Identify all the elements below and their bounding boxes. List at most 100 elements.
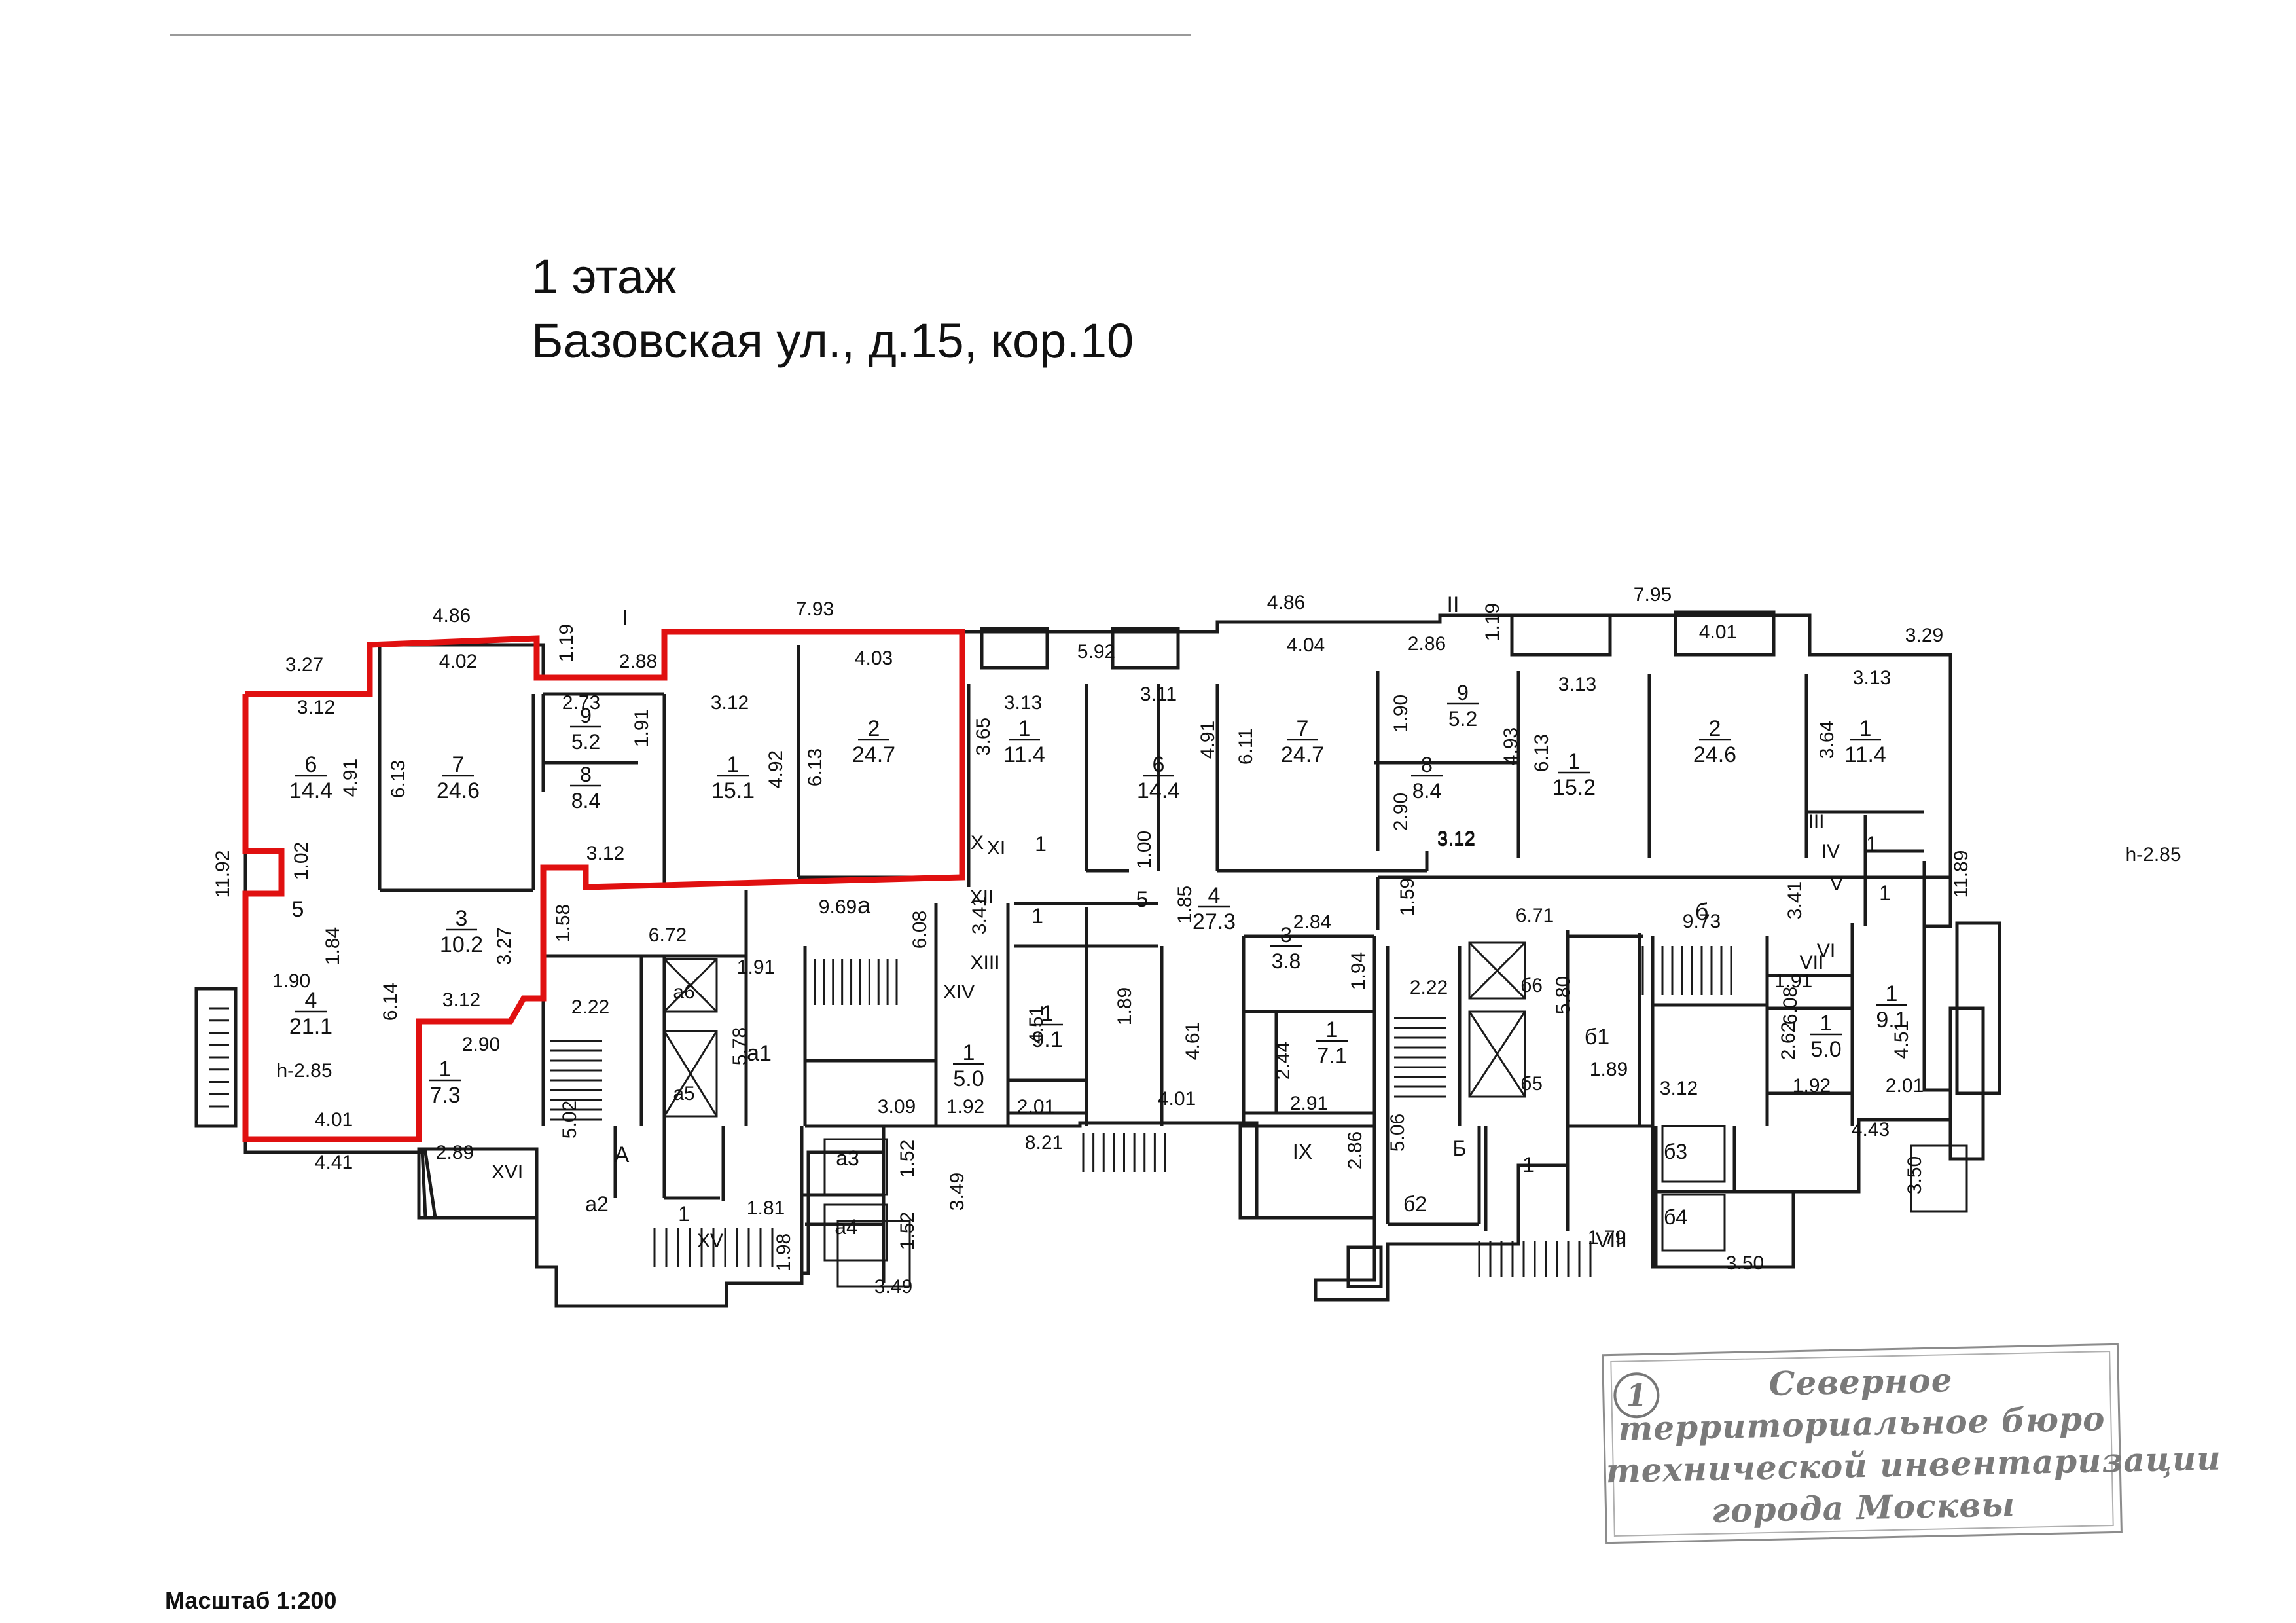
plan-label: б6 <box>1520 975 1543 996</box>
dimension-label: 6.72 <box>649 924 687 946</box>
room-number: 1 <box>727 752 740 777</box>
room-number: 1 <box>1820 1011 1833 1036</box>
shaft-box <box>823 1138 888 1196</box>
room-label: 614.4 <box>1137 752 1180 803</box>
plan-label: А <box>615 1142 630 1167</box>
dimension-label: 5.92 <box>1077 641 1115 663</box>
room-area: 3.8 <box>1272 949 1300 973</box>
dimension-label: 11.89 <box>1950 850 1972 898</box>
room-area: 5.2 <box>1448 707 1477 731</box>
plan-details <box>209 941 1968 1288</box>
dimension-label: 2.91 <box>1290 1093 1328 1114</box>
dimension-label: 1.92 <box>946 1096 984 1118</box>
building-outline <box>243 613 1952 1308</box>
plan-label: б4 <box>1664 1205 1687 1229</box>
dimension-label: 9.69 <box>819 896 857 918</box>
dimension-label: 3.50 <box>1726 1252 1764 1274</box>
dimension-label: 4.02 <box>439 651 477 672</box>
plan-label: б2 <box>1403 1192 1427 1216</box>
plan-label: VII <box>1800 952 1824 974</box>
room-label: 95.2 <box>1447 681 1479 731</box>
dimension-label: 3.49 <box>946 1173 968 1211</box>
dimension-label: 3.65 <box>973 718 994 756</box>
room-number: 1 <box>1018 716 1031 741</box>
plan-label: 5 <box>1136 887 1149 912</box>
room-area: 7.3 <box>429 1083 460 1108</box>
dimension-label: 6.71 <box>1516 905 1554 926</box>
dimension-label: 1.98 <box>773 1233 795 1271</box>
dimension-label: 3.27 <box>493 927 515 965</box>
room-area: 14.4 <box>289 778 332 803</box>
room-label: 421.1 <box>289 988 332 1039</box>
room-area: 11.4 <box>1844 742 1886 767</box>
room-area: 8.4 <box>571 789 600 812</box>
dimension-label: 1.19 <box>1482 603 1503 641</box>
dimension-label: 3.29 <box>1905 625 1943 646</box>
dimension-label: 1.79 <box>1588 1227 1626 1249</box>
room-area: 7.1 <box>1316 1044 1347 1068</box>
room-label: 614.4 <box>289 752 332 803</box>
walls <box>194 610 2001 1308</box>
shaft-box <box>1661 1125 1726 1183</box>
dimension-label: 2.73 <box>562 692 600 714</box>
shaft-box <box>1661 1194 1726 1252</box>
shaft-box <box>663 958 718 1013</box>
room-label: 95.2 <box>570 704 601 754</box>
room-area: 10.2 <box>440 932 483 957</box>
plan-label: XIV <box>943 981 975 1003</box>
dimension-label: 4.03 <box>855 647 893 669</box>
room-area: 15.1 <box>711 778 755 803</box>
dimension-label: 3.12 <box>297 697 335 718</box>
room-number: 7 <box>452 752 465 777</box>
dimension-label: 4.61 <box>1182 1022 1204 1060</box>
room-label: 15.0 <box>1810 1011 1842 1062</box>
plan-label: VIII <box>1596 1228 1627 1252</box>
plan-labels: 614.4724.695.288.4115.1224.7310.2421.117… <box>212 584 2181 1298</box>
dimension-label: 1.85 <box>1174 886 1196 924</box>
plan-label: а1 <box>747 1041 772 1066</box>
room-area: 24.7 <box>1281 742 1324 767</box>
dimension-label: 5.80 <box>1552 976 1574 1014</box>
wall-line <box>663 1030 718 1117</box>
dimension-label: 9.73 <box>1683 911 1721 932</box>
balcony <box>1111 627 1180 670</box>
dimension-label: 2.90 <box>462 1034 500 1055</box>
shaft-box <box>1910 1144 1968 1213</box>
plan-label: 1 <box>1035 832 1047 856</box>
shaft-box <box>663 1030 718 1118</box>
dimension-label: 3.49 <box>874 1276 912 1298</box>
dimension-label: 6.13 <box>1531 734 1552 772</box>
dimension-label: 7.93 <box>796 598 834 620</box>
dimension-label: 4.01 <box>315 1109 353 1131</box>
plan-label: I <box>622 606 628 630</box>
balcony <box>1510 613 1612 657</box>
room-label: 111.4 <box>1003 716 1045 767</box>
balcony <box>194 987 238 1128</box>
room-label: 19.1 <box>1031 1001 1063 1052</box>
plan-label: V <box>1830 873 1843 895</box>
dimension-label: 6.11 <box>1235 728 1257 765</box>
room-number: 6 <box>1153 752 1165 777</box>
dimension-label: 2.22 <box>571 996 609 1018</box>
dimension-label: 4.86 <box>433 605 471 627</box>
plan-label: б <box>1695 898 1709 925</box>
room-label: 17.3 <box>429 1057 461 1108</box>
room-number: 8 <box>580 763 592 786</box>
plan-label: Б <box>1453 1137 1467 1160</box>
dimension-label: 2.22 <box>1410 977 1448 998</box>
dimension-label: 2.62 <box>1778 1022 1799 1060</box>
room-area: 24.6 <box>1693 742 1736 767</box>
dimension-label: 3.12 <box>711 692 749 714</box>
dimension-label: 1.94 <box>1348 952 1369 990</box>
plan-label: II <box>1447 593 1460 617</box>
dimension-label: 3.13 <box>1004 692 1042 714</box>
dimension-label: 4.86 <box>1267 592 1305 613</box>
room-label: 224.6 <box>1693 716 1736 767</box>
room-label: 88.4 <box>570 763 601 812</box>
room-area: 8.4 <box>1412 779 1441 803</box>
plan-label: X <box>971 832 984 854</box>
room-label: 33.8 <box>1270 923 1302 973</box>
plan-label: б1 <box>1585 1025 1609 1049</box>
dimension-label: 3.12 <box>1660 1078 1698 1099</box>
room-number: 1 <box>439 1057 452 1082</box>
